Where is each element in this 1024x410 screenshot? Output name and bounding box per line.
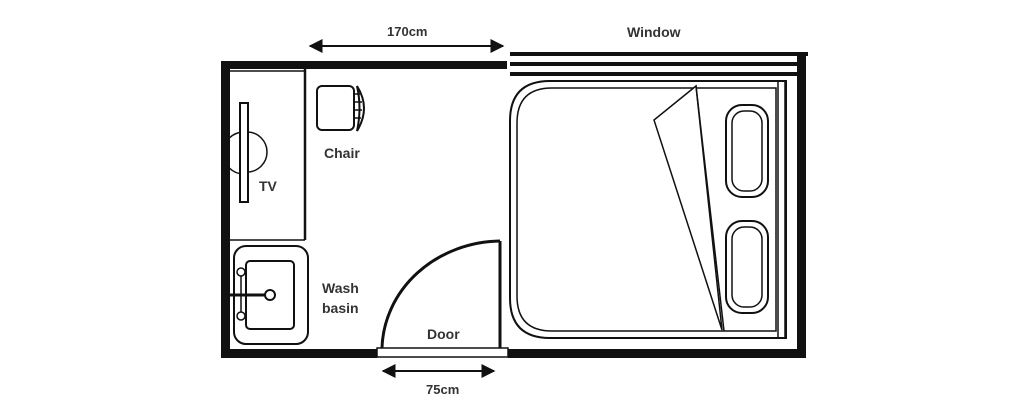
wall-top-left	[221, 61, 507, 69]
door-swing-arc	[380, 239, 501, 349]
window-label: Window	[627, 24, 681, 40]
drain-icon	[264, 289, 276, 301]
chair-icon	[316, 85, 365, 132]
door	[376, 239, 509, 358]
window	[510, 52, 808, 76]
tv-screen-back-icon	[246, 131, 268, 173]
dimension-top-label: 170cm	[387, 24, 427, 39]
bed-outline	[509, 80, 787, 339]
dimension-bottom-label: 75cm	[426, 382, 459, 397]
pillow-bottom-icon	[725, 220, 769, 314]
wash-basin	[230, 245, 309, 345]
wall-bottom-left	[221, 349, 377, 358]
bed	[509, 80, 787, 339]
wall-bottom-right	[508, 349, 806, 358]
room-walls	[221, 61, 806, 358]
tv-stand-icon	[222, 131, 245, 175]
tv-screen-icon	[239, 102, 249, 203]
chair-seat	[316, 85, 355, 131]
tv-label: TV	[259, 178, 278, 194]
chair-label: Chair	[324, 145, 360, 161]
wall-right	[797, 61, 806, 358]
door-threshold	[376, 347, 509, 358]
door-label: Door	[427, 326, 460, 342]
window-line-inner	[510, 72, 797, 76]
pillow-top-inner-icon	[731, 110, 763, 192]
window-jamb	[797, 52, 806, 66]
chair-back	[356, 85, 365, 132]
tap-handle-top-icon	[236, 267, 246, 277]
wall-left	[221, 61, 230, 358]
bed-inner-outline	[516, 87, 777, 332]
pillow-top-icon	[725, 104, 769, 198]
cabinet	[230, 69, 307, 241]
blanket-fold-icon	[653, 84, 723, 331]
tv	[222, 102, 268, 203]
wash-basin-label-line2: basin	[322, 300, 359, 316]
wash-basin-label-line1: Wash	[322, 280, 359, 296]
window-line-middle	[510, 62, 797, 66]
tap-handle-bottom-icon	[236, 311, 246, 321]
window-line-outer	[510, 52, 808, 56]
pillow-bottom-inner-icon	[731, 226, 763, 308]
blanket-edge	[695, 85, 725, 332]
